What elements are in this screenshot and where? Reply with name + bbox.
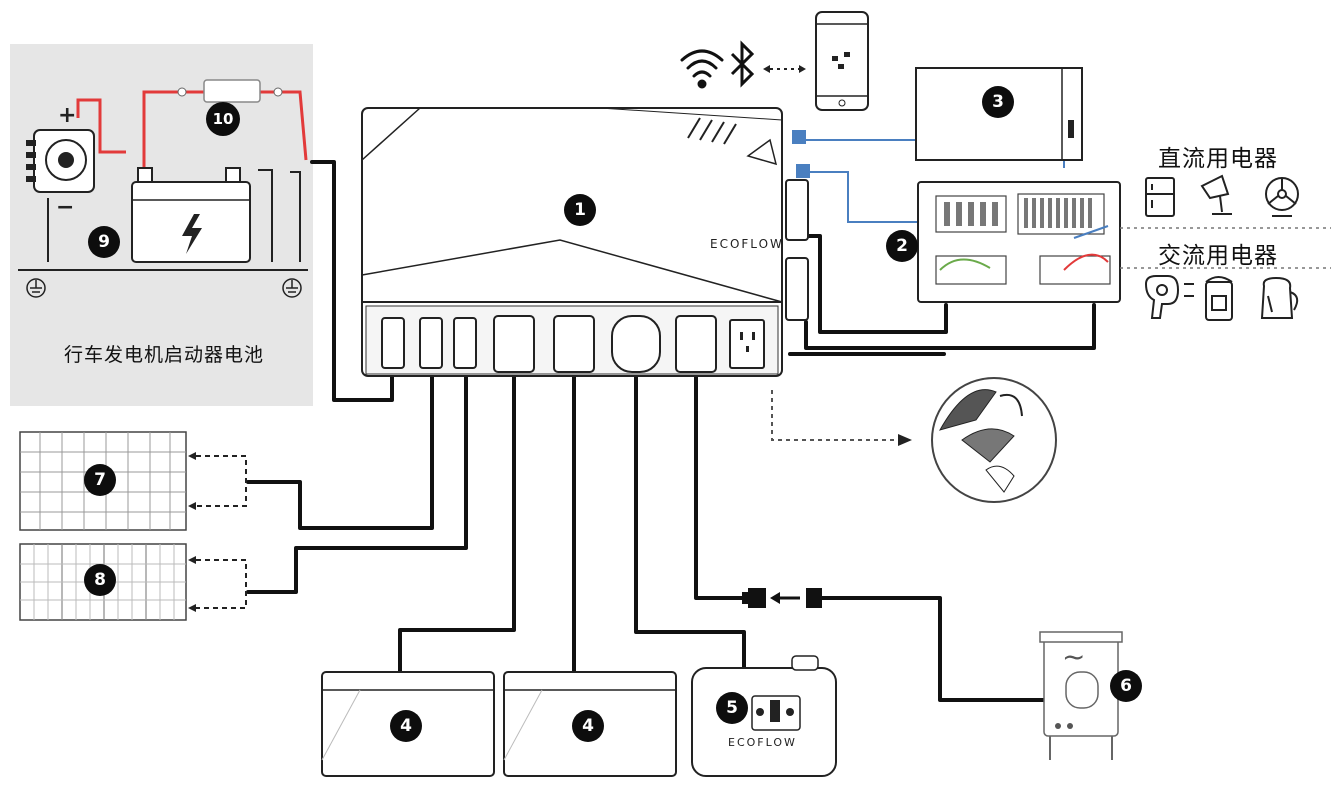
hub-port-1 <box>381 317 405 369</box>
hub-port-4 <box>493 315 535 373</box>
marker-6: 6 <box>1110 670 1142 702</box>
minus-symbol: − <box>56 195 74 220</box>
dc-appliances-label: 直流用电器 <box>1158 146 1278 172</box>
ground-icon <box>282 278 302 298</box>
cable-solar-7 <box>246 373 434 530</box>
ground-icon <box>26 278 46 298</box>
shore-power-plug <box>742 588 822 608</box>
lightning-bolt-icon <box>182 214 202 254</box>
bluetooth-icon <box>730 40 755 88</box>
marker-7: 7 <box>84 464 116 496</box>
smartphone-icon <box>815 11 869 111</box>
hub-comm-port-a <box>792 130 806 144</box>
ecoflow-power-hub <box>361 107 810 377</box>
zoom-dashed-link <box>771 390 900 441</box>
marker-1: 1 <box>564 194 596 226</box>
hub-ac-socket <box>729 319 765 369</box>
hub-side-port-b <box>785 257 809 321</box>
desk-lamp-icon <box>1200 174 1232 215</box>
cable-generator-5 <box>634 373 746 670</box>
hub-port-7 <box>675 315 717 373</box>
cable-solar-8 <box>246 373 468 594</box>
plus-symbol: + <box>58 103 76 128</box>
generator-brand: ECOFLOW <box>728 736 797 749</box>
cable-battery-4a <box>398 373 516 674</box>
hair-dryer-icon <box>1144 275 1194 319</box>
hub-port-6 <box>611 315 661 373</box>
marker-8: 8 <box>84 564 116 596</box>
marker-2: 2 <box>886 230 918 262</box>
vehicle-alternator-caption: 行车发电机启动器电池 <box>64 344 265 366</box>
smart-generator <box>691 655 837 777</box>
fuse-holder <box>177 79 283 103</box>
marker-3: 3 <box>982 86 1014 118</box>
marker-9: 9 <box>88 226 120 258</box>
starter-battery <box>131 167 251 263</box>
marker-4-left: 4 <box>390 710 422 742</box>
latch-zoom-view <box>931 377 1057 503</box>
cable-shore-right <box>818 596 1046 702</box>
marker-4-right: 4 <box>572 710 604 742</box>
ac-grid-post <box>1039 631 1123 760</box>
hub-side-port-a <box>785 179 809 241</box>
cable-shore-left <box>694 373 750 600</box>
alternator <box>26 129 95 193</box>
marker-5: 5 <box>716 692 748 724</box>
blue-wire-2 <box>808 171 922 223</box>
ac-wave-icon: ~ <box>1062 640 1085 673</box>
hub-port-2 <box>419 317 443 369</box>
ground-wires <box>47 169 301 262</box>
wifi-icon <box>680 49 724 89</box>
hub-brand: ECOFLOW <box>710 237 784 251</box>
fridge-icon <box>1145 177 1175 217</box>
cable-hub-panel-a <box>804 234 948 334</box>
blender-icon <box>1205 276 1233 321</box>
cable-hub-panel-b <box>804 303 1096 350</box>
ac-appliances-label: 交流用电器 <box>1158 243 1278 269</box>
hub-comm-port-b <box>796 164 810 178</box>
solar-connectors <box>196 455 247 609</box>
red-wire-alt <box>76 98 126 154</box>
fan-icon <box>1265 177 1299 217</box>
cable-alternator <box>310 160 394 402</box>
distribution-panel <box>917 181 1121 303</box>
hub-port-5 <box>553 315 595 373</box>
hub-port-3 <box>453 317 477 369</box>
cables <box>246 160 1096 702</box>
kettle-icon <box>1260 276 1299 319</box>
marker-10: 10 <box>206 102 240 136</box>
